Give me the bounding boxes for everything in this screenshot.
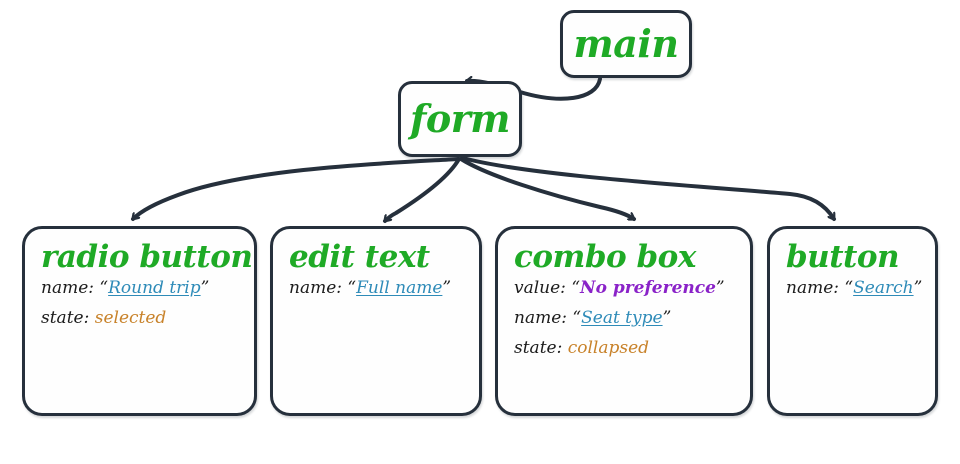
node-main[interactable]: main [560, 10, 692, 78]
property-value-name: Seat type [581, 308, 663, 328]
property-key: name: [786, 278, 839, 298]
quote-close: ” [715, 278, 725, 298]
edge-form-to-button [461, 156, 836, 221]
property-value-state: selected [94, 308, 167, 328]
node-button-title: button [786, 239, 900, 275]
property-value-value: No preference [580, 278, 716, 298]
node-form-title: form [410, 96, 510, 141]
quote-close: ” [442, 278, 452, 298]
node-radio-button[interactable]: radio button name: “Round trip” state: s… [22, 226, 257, 416]
node-combo-box-title: combo box [514, 239, 696, 275]
property-key: value: [514, 278, 566, 298]
property-value-name: Full name [356, 278, 443, 298]
property-key: name: [41, 278, 94, 298]
property-key: state: [514, 338, 563, 358]
node-edit-text-title: edit text [289, 239, 430, 275]
property-value-state: collapsed [567, 338, 650, 358]
edge-form-to-edit-text [383, 157, 461, 223]
node-edit-text[interactable]: edit text name: “Full name” [270, 226, 482, 416]
property-value-name: Search [853, 278, 914, 298]
node-radio-button-title: radio button [41, 239, 253, 275]
quote-open: “ [347, 278, 357, 298]
property-name: name: “Round trip” [41, 278, 254, 298]
quote-close: ” [200, 278, 210, 298]
property-name: name: “Full name” [289, 278, 479, 298]
property-key: name: [289, 278, 342, 298]
node-form[interactable]: form [398, 81, 522, 157]
property-state: state: collapsed [514, 338, 750, 358]
edge-form-to-combo-box [459, 157, 636, 221]
property-value-name: Round trip [108, 278, 201, 298]
property-name: name: “Search” [786, 278, 935, 298]
property-key: name: [514, 308, 567, 328]
quote-open: “ [99, 278, 109, 298]
quote-open: “ [571, 278, 581, 298]
node-main-title: main [573, 21, 679, 66]
edge-form-to-radio-button [131, 157, 460, 221]
quote-close: ” [913, 278, 923, 298]
quote-open: “ [844, 278, 854, 298]
node-button[interactable]: button name: “Search” [767, 226, 938, 416]
property-state: state: selected [41, 308, 254, 328]
quote-close: ” [662, 308, 672, 328]
quote-open: “ [572, 308, 582, 328]
property-key: state: [41, 308, 90, 328]
property-value: value: “No preference” [514, 278, 750, 298]
node-combo-box[interactable]: combo box value: “No preference” name: “… [495, 226, 753, 416]
property-name: name: “Seat type” [514, 308, 750, 328]
